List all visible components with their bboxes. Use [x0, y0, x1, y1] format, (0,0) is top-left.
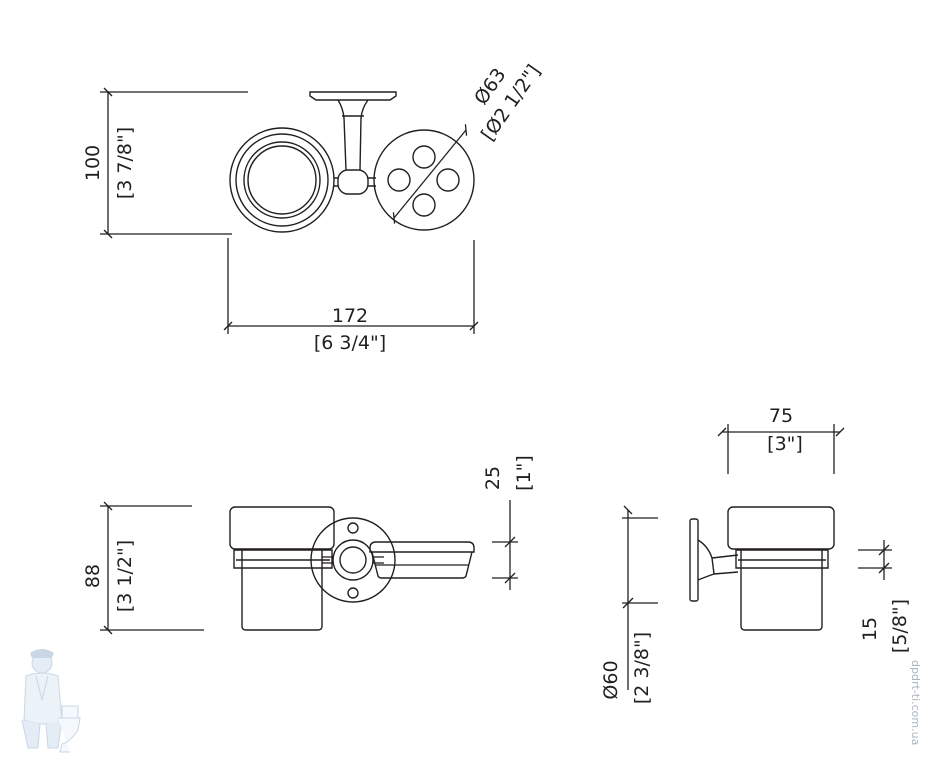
dim-172-mm: 172: [332, 305, 368, 327]
dim-100-inch: [3 7/8"]: [114, 127, 136, 199]
width-dimension-75: 75 [3"]: [717, 405, 845, 474]
glass-side: [727, 506, 835, 631]
dim-25-mm: 25: [482, 466, 504, 490]
dim-15-inch: [5/8"]: [889, 599, 911, 653]
dim-88-mm: 88: [82, 564, 104, 588]
dim-100-mm: 100: [82, 145, 104, 181]
dim-88-inch: [3 1/2"]: [114, 540, 136, 612]
wall-bracket: [309, 91, 397, 195]
watermark-text: dpdrt-ti.com.ua: [909, 660, 922, 745]
side-view: 75 [3"] Ø60 [2 3/8"] 15 [5/8"]: [600, 405, 911, 704]
dim-60-mm: Ø60: [600, 660, 622, 699]
dish-dimension-25: 25 [1"]: [482, 455, 535, 590]
dim-60-inch: [2 3/8"]: [631, 632, 653, 704]
dish-front: [369, 541, 475, 579]
dim-172-inch: [6 3/4"]: [314, 332, 386, 354]
front-view: 88 [3 1/2"] 25 [1"]: [82, 455, 535, 635]
glass-holder-ring: [229, 127, 335, 233]
dim-75-mm: 75: [769, 405, 793, 427]
wall-plate-side: [689, 518, 739, 602]
diameter-dimension-63: Ø63 [Ø2 1/2"]: [392, 61, 545, 224]
glass-front: [229, 506, 335, 631]
plumber-logo: [21, 649, 81, 753]
height-dimension-100: 100 [3 7/8"]: [82, 87, 248, 239]
dim-25-inch: [1"]: [513, 455, 535, 491]
top-view: 100 [3 7/8"] 172 [6 3/4"] Ø63 [Ø2 1/2"]: [82, 61, 545, 354]
band-dimension-15: 15 [5/8"]: [858, 540, 911, 653]
toothbrush-holder-disc: [373, 129, 475, 231]
dim-15-mm: 15: [859, 617, 881, 641]
diameter-dimension-60: Ø60 [2 3/8"]: [600, 505, 658, 704]
height-dimension-88: 88 [3 1/2"]: [82, 501, 204, 635]
wall-plate-front: [310, 517, 396, 603]
dim-75-inch: [3"]: [767, 433, 803, 455]
width-dimension-172: 172 [6 3/4"]: [223, 238, 479, 354]
